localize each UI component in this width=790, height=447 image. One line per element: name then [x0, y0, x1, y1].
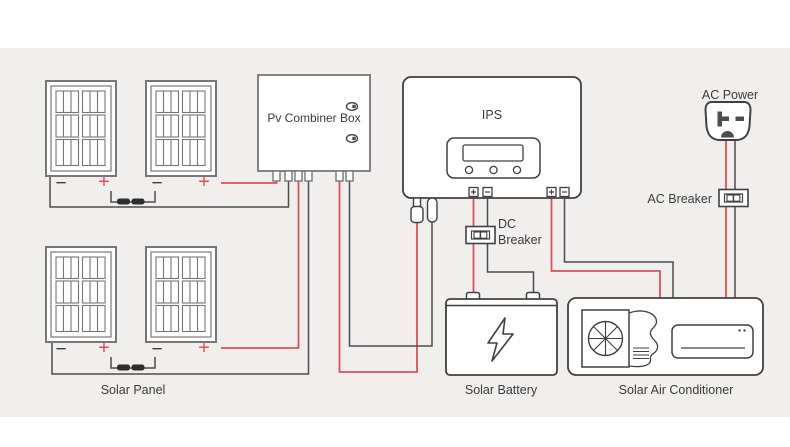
solar-air-conditioner [567, 297, 764, 376]
ips-terminal-negative [559, 186, 570, 198]
ac-power-label: AC Power [701, 88, 759, 102]
dc-breaker-icon [465, 225, 496, 245]
polarity-minus: − [55, 339, 67, 360]
solar-panel-icon [145, 246, 217, 343]
positive-wires [221, 128, 727, 373]
outlet-slot-right [735, 116, 744, 121]
lightning-bolt-icon [487, 317, 514, 362]
polarity-plus: + [198, 171, 210, 193]
mc4-connector-icon [117, 198, 130, 205]
ips-display-panel [446, 137, 541, 179]
ac-breaker-icon [718, 188, 749, 208]
solar-battery-label: Solar Battery [464, 383, 538, 397]
outlet-slot-left [717, 111, 722, 127]
solar-battery [445, 291, 558, 376]
polarity-plus: + [98, 171, 110, 193]
indoor-unit-icon [671, 324, 754, 359]
ips-terminal-positive [468, 186, 479, 198]
solar-panel-icon [145, 80, 217, 177]
air-conditioner-label: Solar Air Conditioner [618, 383, 734, 397]
pv-combiner-box [257, 74, 371, 182]
display-screen [462, 144, 524, 162]
display-button [512, 165, 522, 175]
ips-terminal-negative [482, 186, 493, 198]
solar-panel-icon [45, 246, 117, 343]
ac-breaker-label: AC Breaker [647, 192, 712, 206]
panel-series-bridge-bottom [110, 357, 156, 371]
negative-wires [49, 128, 736, 375]
ips-label: IPS [481, 108, 503, 122]
polarity-minus: − [151, 339, 163, 360]
polarity-plus: + [98, 337, 110, 359]
panel-series-bridge-top [110, 191, 156, 205]
fan-icon [587, 320, 624, 357]
ac-outlet-icon [704, 101, 752, 141]
indicator-led-icon [345, 134, 359, 143]
ips-inverter [402, 76, 582, 224]
mc4-connector-icon [131, 364, 145, 371]
mc4-connector-icon [117, 364, 130, 371]
outlet-ground-hole [721, 131, 734, 138]
solar-panel-icon [45, 80, 117, 177]
pv-input-plug-icon [410, 197, 438, 224]
polarity-minus: − [55, 173, 67, 194]
display-button [489, 165, 498, 175]
vent-grille [633, 347, 649, 360]
polarity-minus: − [151, 173, 163, 194]
combiner-terminals [272, 170, 354, 182]
ips-terminal-positive [546, 186, 557, 198]
mc4-connector-icon [131, 198, 145, 205]
display-button [464, 165, 474, 175]
indicator-led-icon [345, 102, 359, 111]
polarity-plus: + [198, 337, 210, 359]
dc-breaker-label: DC Breaker [498, 217, 542, 247]
combiner-label: Pv Combiner Box [267, 111, 361, 125]
outdoor-unit-icon [581, 309, 659, 368]
solar-panel-label: Solar Panel [100, 383, 166, 397]
